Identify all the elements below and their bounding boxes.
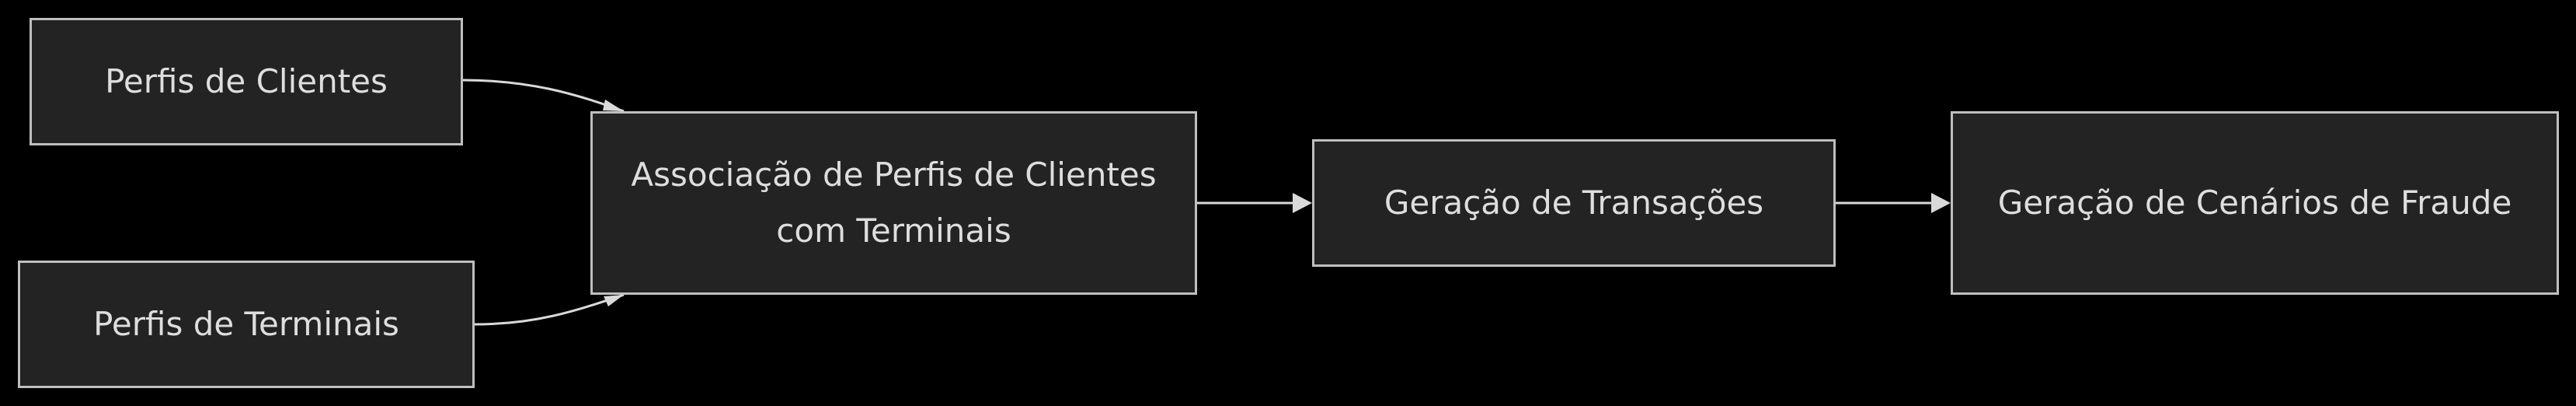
node-label: Perfis de Clientes: [105, 62, 388, 100]
node-perfis-de-clientes: Perfis de Clientes: [30, 18, 463, 145]
node-perfis-de-terminais: Perfis de Terminais: [18, 261, 475, 388]
edge-clientes-to-associacao: [462, 79, 625, 113]
arrowhead-terminais-to-associacao: [604, 295, 624, 306]
node-geracao-de-cenarios-de-fraude: Geração de Cenários de Fraude: [1951, 111, 2559, 295]
node-associacao-perfis-terminais: Associação de Perfis de Clientes com Ter…: [590, 111, 1197, 295]
arrowhead-associacao-to-transacoes: [1293, 193, 1312, 213]
node-label: Perfis de Terminais: [93, 305, 399, 343]
node-label: Geração de Transações: [1384, 184, 1764, 222]
node-geracao-de-transacoes: Geração de Transações: [1312, 139, 1836, 267]
node-label: Associação de Perfis de Clientes com Ter…: [631, 156, 1157, 250]
edge-terminais-to-associacao: [474, 293, 625, 326]
arrowhead-transacoes-to-fraude: [1931, 193, 1951, 213]
arrowhead-clientes-to-associacao: [603, 100, 624, 111]
node-label: Geração de Cenários de Fraude: [1997, 184, 2512, 222]
